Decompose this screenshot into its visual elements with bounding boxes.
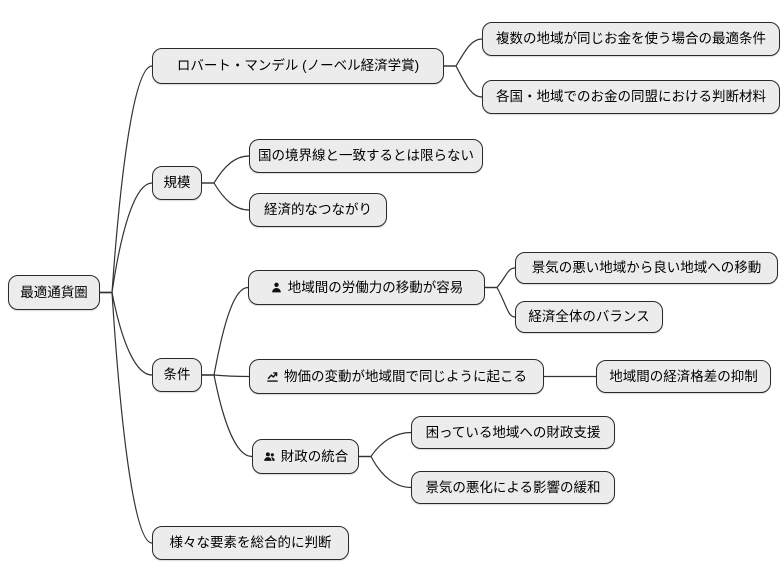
node-label: 複数の地域が同じお金を使う場合の最適条件 xyxy=(496,31,766,47)
mindmap-node-support: 困っている地域への財政支援 xyxy=(411,416,615,449)
mindmap-node-judge: 様々な要素を総合的に判断 xyxy=(152,526,349,560)
node-label: 地域間の経済格差の抑制 xyxy=(609,368,758,384)
user-icon xyxy=(270,281,283,294)
edge-mundell-optimal xyxy=(444,38,483,67)
edge-scale-border xyxy=(202,155,250,184)
node-label: 困っている地域への財政支援 xyxy=(425,424,601,440)
mindmap-node-labor: 地域間の労働力の移動が容易 xyxy=(248,270,485,305)
mindmap-node-price: 物価の変動が地域間で同じように起こる xyxy=(249,359,544,394)
mindmap-node-move: 景気の悪い地域から良い地域への移動 xyxy=(515,252,778,284)
mindmap-node-scale: 規模 xyxy=(152,166,202,200)
node-label: 最適通貨圏 xyxy=(20,284,88,300)
node-label: 物価の変動が地域間で同じように起こる xyxy=(284,368,527,384)
edge-fiscal-mitigate xyxy=(359,455,412,489)
mindmap-node-criteria: 各国・地域でのお金の同盟における判断材料 xyxy=(482,80,780,114)
mindmap-node-cond: 条件 xyxy=(152,358,202,392)
edge-root-mundell xyxy=(100,65,153,294)
node-label: 条件 xyxy=(163,367,191,383)
edge-root-scale xyxy=(100,182,153,294)
chart-line-icon xyxy=(266,370,279,383)
node-label: 規模 xyxy=(163,175,191,191)
mindmap-root-node: 最適通貨圏 xyxy=(8,275,100,310)
edge-cond-fiscal xyxy=(202,374,253,458)
mindmap-node-mitigate: 景気の悪化による影響の緩和 xyxy=(411,471,615,504)
mindmap-node-balance: 経済全体のバランス xyxy=(515,301,663,333)
edge-root-judge xyxy=(100,291,153,544)
edge-labor-balance xyxy=(485,286,516,318)
mindmap-node-border: 国の境界線と一致するとは限らない xyxy=(249,139,483,173)
node-label: 経済全体のバランス xyxy=(528,309,650,325)
edge-labor-move xyxy=(485,267,516,289)
edge-fiscal-support xyxy=(359,431,412,458)
users-icon xyxy=(263,450,276,463)
mindmap-node-mundell: ロバート・マンデル (ノーベル経済学賞) xyxy=(152,48,444,84)
node-label: 各国・地域でのお金の同盟における判断材料 xyxy=(496,89,766,105)
edge-mundell-criteria xyxy=(444,65,483,98)
mindmap-node-optimal: 複数の地域が同じお金を使う場合の最適条件 xyxy=(482,22,780,56)
node-label: 景気の悪化による影響の緩和 xyxy=(425,479,601,495)
node-label: 景気の悪い地域から良い地域への移動 xyxy=(531,260,762,276)
node-label: 様々な要素を総合的に判断 xyxy=(169,535,332,551)
node-label: 地域間の労働力の移動が容易 xyxy=(287,279,464,295)
mindmap-node-gap: 地域間の経済格差の抑制 xyxy=(596,360,771,393)
node-label: 財政の統合 xyxy=(280,448,349,464)
mindmap-node-econlink: 経済的なつながり xyxy=(249,193,387,227)
edge-scale-econlink xyxy=(202,182,250,211)
node-label: 国の境界線と一致するとは限らない xyxy=(258,148,474,164)
edge-cond-labor xyxy=(202,286,249,376)
mindmap-node-fiscal: 財政の統合 xyxy=(252,439,359,474)
node-label: 経済的なつながり xyxy=(264,202,372,218)
node-label: ロバート・マンデル (ノーベル経済学賞) xyxy=(176,58,420,74)
edge-root-cond xyxy=(100,291,153,376)
